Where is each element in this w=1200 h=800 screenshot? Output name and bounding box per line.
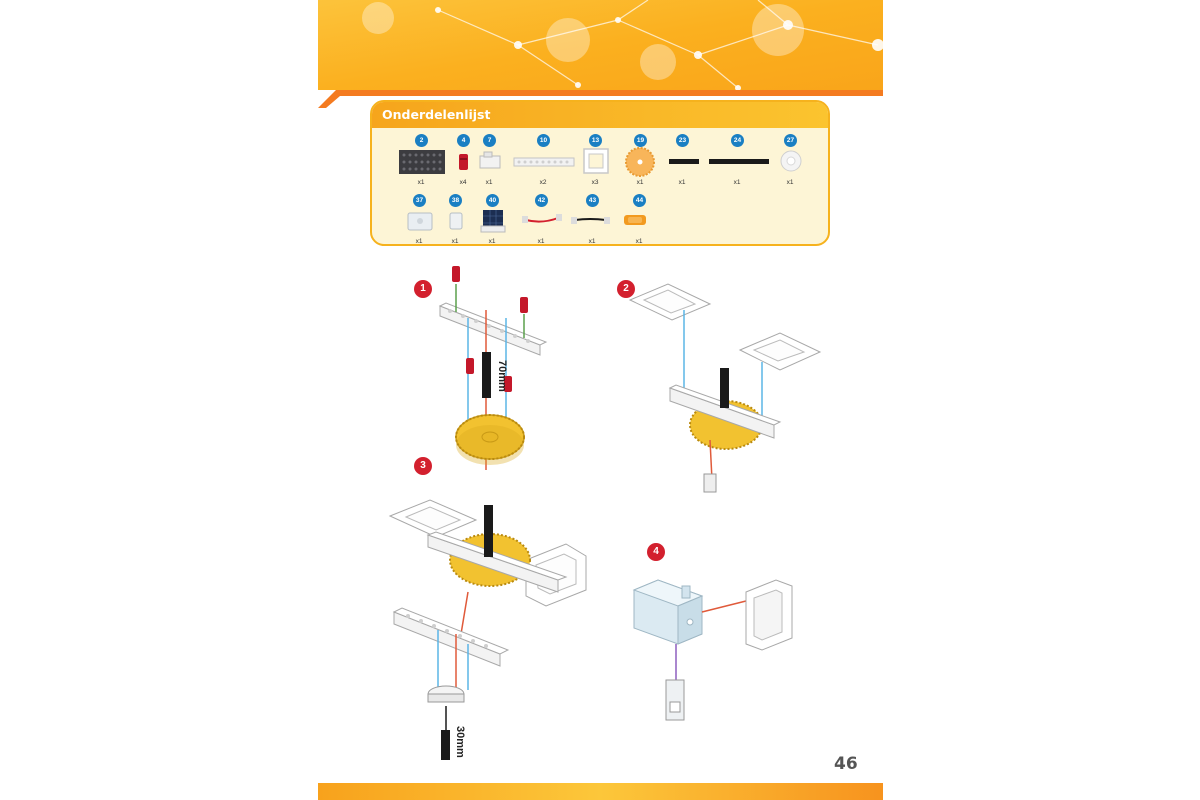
long-axle-icon (709, 159, 769, 164)
part-quantity: x1 (485, 179, 493, 186)
part-quantity: x1 (537, 238, 545, 245)
dimension-label: 30mm (454, 726, 466, 758)
part-quantity: x1 (417, 179, 425, 186)
square-frame-icon (583, 148, 609, 174)
part-number-badge: 4 (457, 134, 470, 147)
part-number-badge: 7 (483, 134, 496, 147)
part-number-badge: 24 (731, 134, 744, 147)
motor-connector-icon (449, 212, 463, 230)
part-quantity: x1 (733, 179, 741, 186)
part-quantity: x1 (488, 238, 496, 245)
assembly-illustrations (388, 266, 822, 760)
part-quantity: x1 (588, 238, 596, 245)
step-badge: 3 (414, 457, 432, 475)
page-number: 46 (834, 754, 858, 774)
red-peg-icon (459, 154, 468, 170)
parts-list-header: Onderdelenlijst (372, 102, 828, 128)
footer-bar (318, 783, 883, 800)
part-quantity: x2 (539, 179, 547, 186)
part-number-badge: 44 (633, 194, 646, 207)
step-2-illustration (628, 283, 822, 493)
part-quantity: x1 (635, 238, 643, 245)
part-number-badge: 23 (676, 134, 689, 147)
part-quantity: x1 (786, 179, 794, 186)
step-4-illustration (632, 579, 793, 721)
part-number-badge: 37 (413, 194, 426, 207)
part-quantity: x3 (591, 179, 599, 186)
part-number-badge: 40 (486, 194, 499, 207)
part-number-badge: 10 (537, 134, 550, 147)
part-quantity: x1 (678, 179, 686, 186)
step-3-illustration (388, 499, 587, 760)
part-quantity: x1 (636, 179, 644, 186)
part-quantity: x4 (459, 179, 467, 186)
long-beam-icon (513, 157, 575, 167)
black-cable-icon (571, 217, 610, 224)
part-quantity: x1 (415, 238, 423, 245)
parts-list-title: Onderdelenlijst (382, 107, 491, 122)
part-number-badge: 27 (784, 134, 797, 147)
orange-clip-icon (624, 215, 646, 225)
part-number-badge: 43 (586, 194, 599, 207)
solar-panel-icon (480, 210, 506, 233)
motor-icon (407, 212, 433, 231)
red-cable-icon (522, 214, 562, 223)
part-number-badge: 19 (634, 134, 647, 147)
connector-icon (479, 151, 501, 169)
step-badge: 1 (414, 280, 432, 298)
parts-list-panel: Onderdelenlijst 2 x1 4 x4 7 x1 10 x2 13 … (370, 100, 830, 246)
gear-icon (625, 147, 655, 177)
dimension-label: 70mm (496, 360, 508, 392)
parts-icons-layer (399, 147, 802, 233)
step-badge: 4 (647, 543, 665, 561)
step-badge: 2 (617, 280, 635, 298)
round-hub-icon (780, 150, 802, 172)
header-banner (318, 0, 883, 108)
step-1-illustration (438, 266, 548, 470)
part-number-badge: 13 (589, 134, 602, 147)
part-number-badge: 2 (415, 134, 428, 147)
manual-page: Onderdelenlijst 2 x1 4 x4 7 x1 10 x2 13 … (318, 0, 883, 800)
part-number-badge: 42 (535, 194, 548, 207)
grid-plate-icon (399, 150, 445, 174)
part-number-badge: 38 (449, 194, 462, 207)
short-axle-icon (669, 159, 699, 164)
part-quantity: x1 (451, 238, 459, 245)
